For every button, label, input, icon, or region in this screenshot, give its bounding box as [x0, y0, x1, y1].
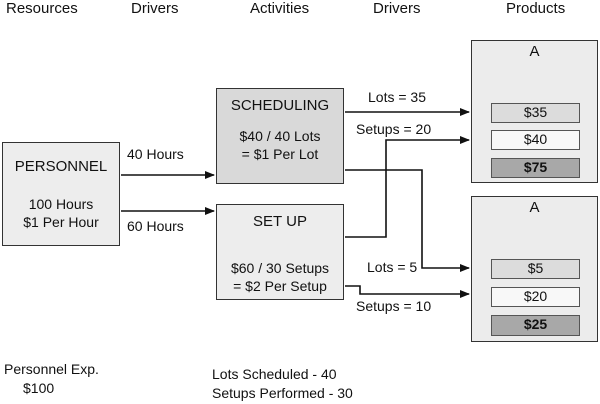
product-bottom-setups-value: $20: [491, 287, 580, 307]
driver-label-40-hours: 40 Hours: [127, 146, 184, 162]
product-top-lots-value: $35: [491, 103, 580, 123]
personnel-box: PERSONNEL 100 Hours $1 Per Hour: [2, 142, 120, 246]
personnel-hours: 100 Hours: [28, 196, 94, 212]
scheduling-rate: = $1 Per Lot: [241, 146, 319, 162]
product-top-total: $75: [491, 158, 580, 178]
header-resource-drivers: Drivers: [131, 0, 179, 17]
note-personnel-exp: Personnel Exp.: [4, 361, 99, 377]
arrow-scheduling-lots-bottom: [345, 169, 470, 272]
header-activities: Activities: [250, 0, 310, 17]
scheduling-cost: $40 / 40 Lots: [239, 128, 321, 144]
setup-title: SET UP: [253, 213, 307, 230]
note-personnel-amount: $100: [23, 380, 55, 396]
driver-label-setups-bottom: Setups = 10: [356, 298, 432, 314]
header-resources: Resources: [6, 0, 78, 17]
scheduling-box: SCHEDULING $40 / 40 Lots = $1 Per Lot: [216, 88, 344, 184]
driver-label-lots-bottom: Lots = 5: [367, 259, 418, 275]
personnel-title: PERSONNEL: [14, 158, 108, 175]
arrow-setup-setups-bottom: [345, 285, 470, 298]
setup-box: SET UP $60 / 30 Setups = $2 Per Setup: [216, 204, 344, 300]
product-top-setups-value: $40: [491, 130, 580, 150]
scheduling-title: SCHEDULING: [230, 97, 330, 114]
setup-rate: = $2 Per Setup: [233, 278, 327, 294]
product-box-bottom: A $5 $20 $25: [471, 196, 598, 342]
arrow-setup-setups-top: [345, 136, 470, 238]
product-bottom-lots-value: $5: [491, 259, 580, 279]
setup-cost: $60 / 30 Setups: [230, 260, 330, 276]
driver-label-setups-top: Setups = 20: [356, 121, 432, 137]
note-setups-performed: Setups Performed - 30: [212, 385, 353, 401]
note-lots-scheduled: Lots Scheduled - 40: [212, 366, 337, 382]
product-bottom-total: $25: [491, 315, 580, 336]
personnel-rate: $1 Per Hour: [23, 214, 99, 230]
product-box-top: A $35 $40 $75: [471, 40, 598, 183]
driver-label-60-hours: 60 Hours: [127, 218, 184, 234]
header-products: Products: [506, 0, 566, 17]
product-top-title: A: [529, 43, 540, 60]
driver-label-lots-top: Lots = 35: [368, 89, 426, 105]
product-bottom-title: A: [529, 199, 540, 216]
header-activity-drivers: Drivers: [373, 0, 421, 17]
